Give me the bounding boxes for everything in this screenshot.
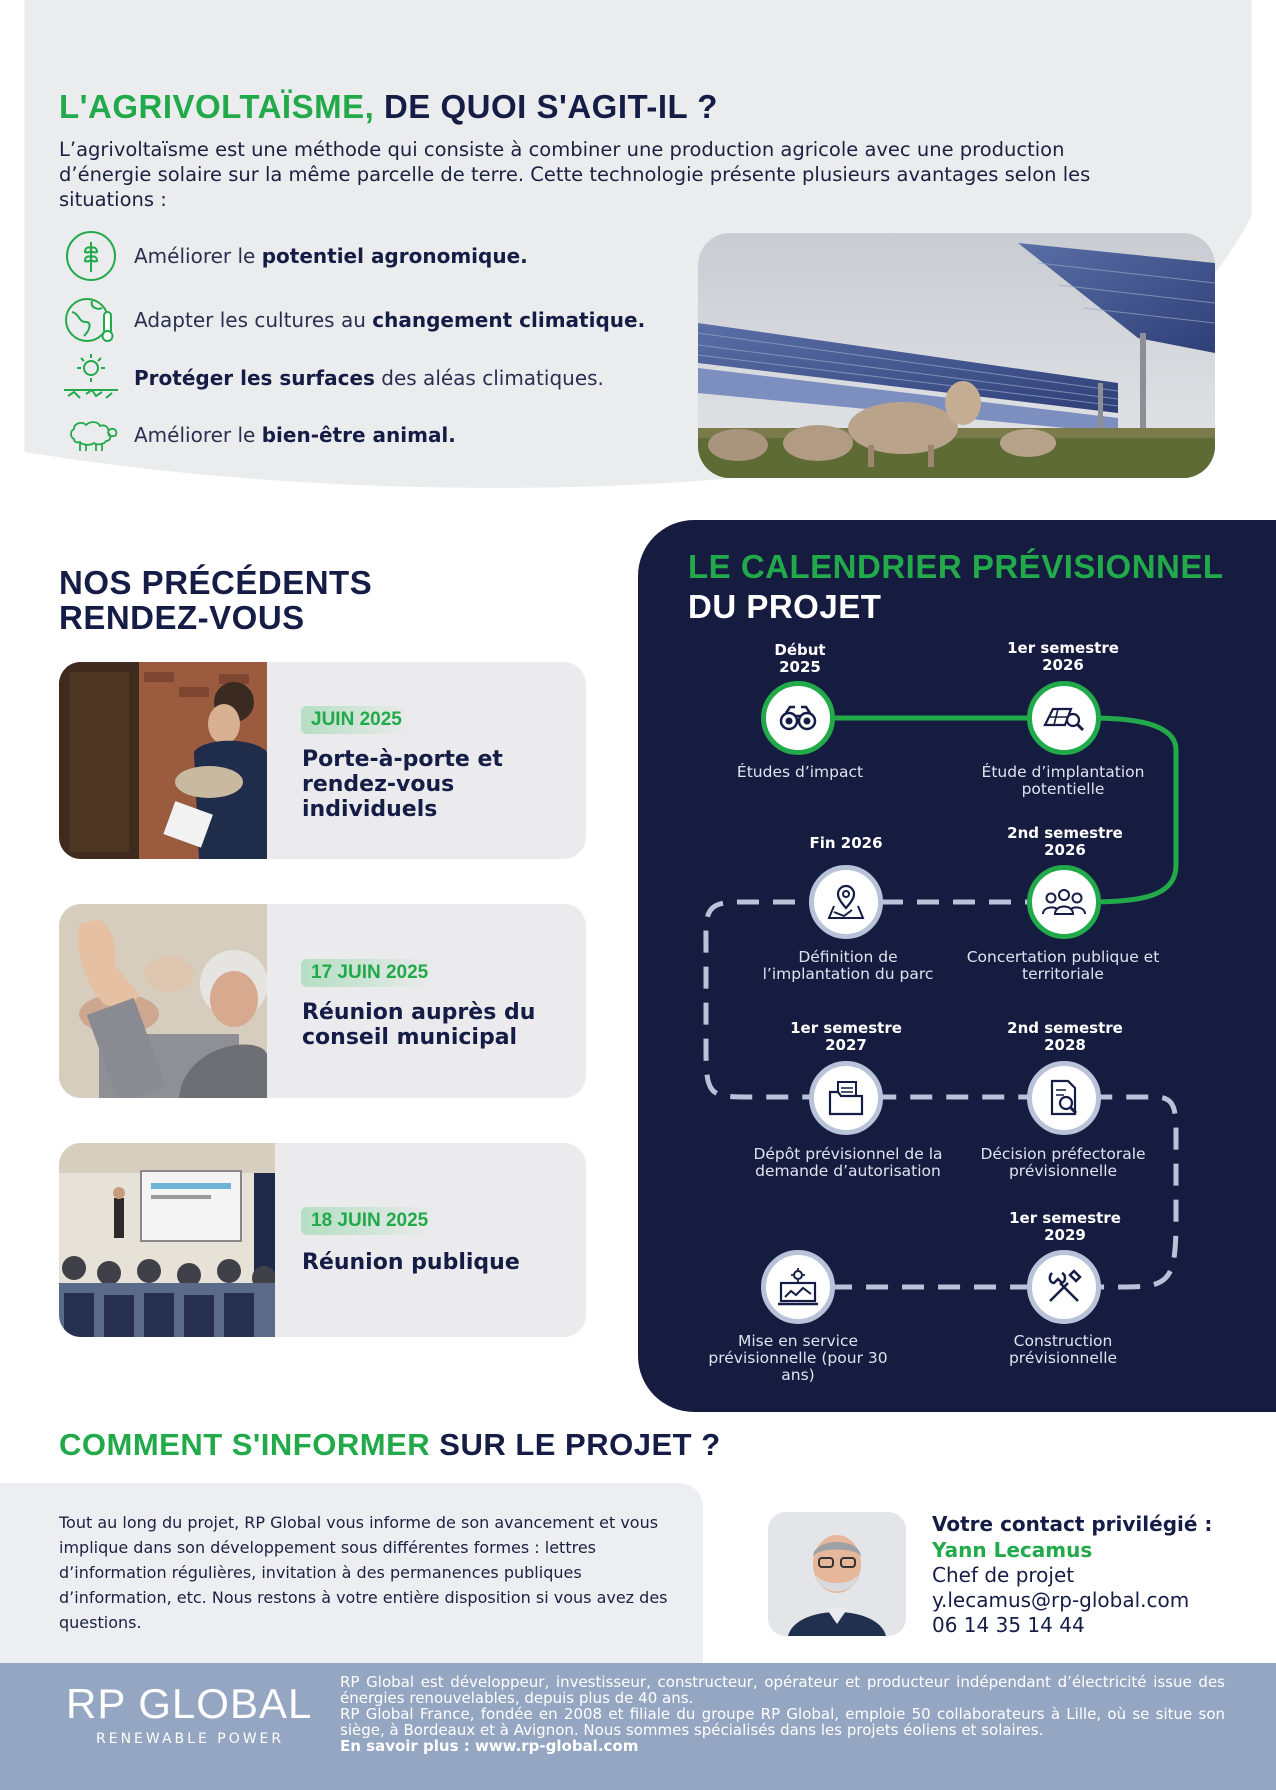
footer-more-link[interactable]: En savoir plus : www.rp-global.com: [340, 1737, 639, 1755]
inform-box: [0, 1483, 703, 1663]
contact-name: Yann Lecamus: [932, 1538, 1093, 1562]
sheep-icon: [70, 421, 118, 451]
contact-email[interactable]: y.lecamus@rp-global.com: [932, 1588, 1190, 1612]
step-label: Dépôt prévisionnel de la demande d’autor…: [753, 1145, 943, 1180]
meeting-date: 17 JUIN 2025: [301, 959, 439, 987]
intro-title: L'AGRIVOLTAÏSME, DE QUOI S'AGIT-IL ?: [59, 88, 718, 126]
step-label: Concertation publique et territoriale: [966, 948, 1160, 983]
solar-panel-magnifier-icon: [1043, 707, 1085, 732]
benefit-item: Protéger les surfaces des aléas climatiq…: [62, 350, 604, 406]
globe-thermometer-icon: [65, 298, 114, 342]
people-group-icon: [1042, 889, 1086, 915]
folder-documents-icon: [828, 1081, 864, 1116]
meetings-title: NOS PRÉCÉDENTS RENDEZ-VOUS: [59, 564, 373, 636]
footer-paragraph-1: RP Global est développeur, investisseur,…: [340, 1673, 1225, 1707]
contact-phone[interactable]: 06 14 35 14 44: [932, 1613, 1085, 1637]
step-label: Étude d’implantation potentielle: [981, 763, 1145, 798]
map-pin-icon: [827, 884, 865, 919]
monitor-chart-icon: [778, 1268, 818, 1306]
step-circle: [1027, 865, 1101, 939]
calendar-timeline-path: [703, 715, 1179, 1290]
council-meeting-photo: [59, 904, 267, 1098]
benefit-text: Améliorer le potentiel agronomique.: [134, 244, 528, 268]
meeting-title: Réunion publique: [302, 1250, 520, 1275]
step-label: Définition de l’implantation du parc: [762, 948, 934, 983]
step-circle: [1027, 1061, 1101, 1135]
intro-paragraph: L’agrivoltaïsme est une méthode qui cons…: [59, 138, 1091, 211]
binoculars-icon: [779, 705, 817, 731]
wheat-icon: [66, 231, 116, 281]
logo-subtitle: RENEWABLE POWER: [96, 1731, 285, 1747]
benefit-text: Protéger les surfaces des aléas climatiq…: [134, 366, 604, 390]
meeting-card: 18 JUIN 2025 Réunion publique: [59, 1143, 586, 1337]
meeting-card: JUIN 2025 Porte-à-porte et rendez-vous i…: [59, 662, 586, 859]
step-circle: [761, 681, 835, 755]
footer-paragraph-2: RP Global France, fondée en 2008 et fili…: [340, 1705, 1225, 1739]
tools-icon: [1048, 1269, 1082, 1302]
step-label: Études d’impact: [736, 763, 864, 781]
public-meeting-photo: [59, 1143, 275, 1337]
rp-global-logo: RP GLOBAL: [66, 1680, 313, 1727]
footer: [0, 1663, 1276, 1790]
benefit-item: Améliorer le bien-être animal.: [62, 407, 456, 463]
calendar-title-white: DU PROJET: [688, 588, 882, 625]
meeting-title: Réunion auprès du conseil municipal: [302, 1000, 536, 1050]
meeting-title: Porte-à-porte et rendez-vous individuels: [302, 747, 503, 822]
intro-title-green: L'AGRIVOLTAÏSME,: [59, 88, 375, 125]
contact-avatar: [768, 1512, 906, 1636]
meeting-card: 17 JUIN 2025 Réunion auprès du conseil m…: [59, 904, 586, 1098]
step-date: Fin 2026: [809, 834, 883, 852]
inform-paragraph: Tout au long du projet, RP Global vous i…: [59, 1513, 668, 1632]
meeting-date: 18 JUIN 2025: [301, 1207, 439, 1235]
footer-text: RP Global est développeur, investisseur,…: [340, 1674, 1225, 1754]
benefit-item: Adapter les cultures au changement clima…: [62, 292, 645, 348]
contact-heading: Votre contact privilégié :: [932, 1512, 1213, 1536]
step-circle: [809, 1061, 883, 1135]
step-label: Mise en service prévisionnelle (pour 30 …: [708, 1332, 888, 1384]
contact-role: Chef de projet: [932, 1563, 1075, 1587]
inform-title: COMMENT S'INFORMER SUR LE PROJET ?: [59, 1427, 721, 1462]
step-circle: [1027, 1250, 1101, 1324]
step-label: Construction prévisionnelle: [1008, 1332, 1118, 1367]
benefit-item: Améliorer le potentiel agronomique.: [62, 228, 528, 284]
step-circle: [809, 865, 883, 939]
step-label: Décision préfectorale prévisionnelle: [980, 1145, 1146, 1180]
intro-title-navy: DE QUOI S'AGIT-IL ?: [383, 88, 718, 125]
document-magnifier-icon: [1050, 1079, 1078, 1116]
meeting-date: JUIN 2025: [301, 706, 412, 734]
benefit-text: Améliorer le bien-être animal.: [134, 423, 456, 447]
sheep-solar-photo: [698, 233, 1215, 478]
sun-cracked-ground-icon: [64, 354, 118, 399]
benefit-text: Adapter les cultures au changement clima…: [134, 308, 646, 332]
door-to-door-photo: [59, 662, 267, 859]
step-circle: [1027, 681, 1101, 755]
step-circle: [761, 1250, 835, 1324]
calendar-panel: [638, 520, 1276, 1412]
calendar-title-green: LE CALENDRIER PRÉVISIONNEL: [688, 548, 1224, 585]
